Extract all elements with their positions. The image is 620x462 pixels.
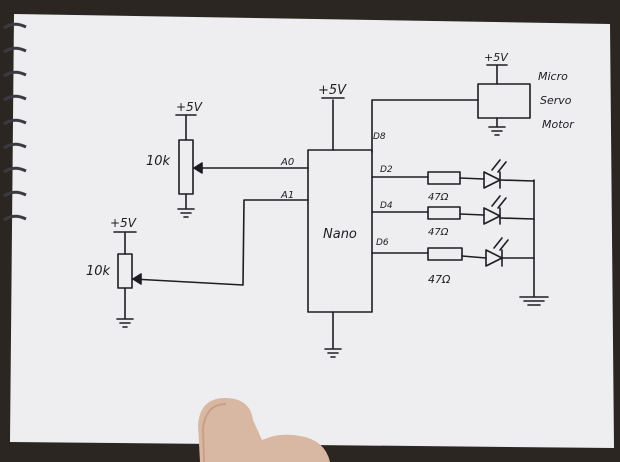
upper-pot-value: 10k	[146, 154, 171, 169]
nano-label: Nano	[323, 227, 357, 242]
led-1	[483, 171, 501, 189]
spiral-binding	[3, 22, 27, 222]
led-3	[485, 249, 503, 267]
resistor-3-value: 47Ω	[428, 273, 451, 286]
spiral-loop	[3, 70, 27, 78]
servo-motor-box	[477, 83, 531, 119]
upper-pot-supply-label: +5V	[176, 100, 203, 114]
spiral-loop	[3, 94, 27, 102]
servo-label-line3: Motor	[542, 118, 575, 131]
circuit-wires	[113, 64, 549, 358]
resistor-2-body	[427, 206, 461, 220]
pin-d4-label: D4	[380, 201, 393, 211]
pin-d6-label: D6	[376, 238, 389, 248]
spiral-loop	[3, 118, 27, 126]
spiral-loop	[3, 142, 27, 150]
servo-label-line1: Micro	[538, 70, 568, 83]
resistor-1-value: 47Ω	[428, 192, 449, 203]
lower-pot-supply-label: +5V	[110, 216, 137, 230]
spiral-loop	[3, 46, 27, 54]
nano-supply-label: +5V	[318, 83, 347, 98]
nano-board	[307, 149, 373, 313]
resistor-2-value: 47Ω	[428, 227, 449, 238]
labels: +5V +5V +5V +5V 10k 10k Nano A0 A1 D8 D2…	[86, 51, 575, 286]
spiral-loop	[3, 166, 27, 174]
thumb	[198, 398, 330, 462]
servo-supply-label: +5V	[484, 51, 509, 64]
pin-d2-label: D2	[380, 165, 393, 175]
pin-d8-label: D8	[373, 132, 386, 142]
lower-pot-value: 10k	[86, 264, 111, 279]
servo-label-line2: Servo	[540, 94, 572, 107]
spiral-loop	[3, 190, 27, 198]
pin-a0-label: A0	[280, 157, 294, 168]
led-2	[483, 207, 501, 225]
notebook-page	[10, 14, 614, 448]
resistor-3-body	[427, 247, 463, 261]
pin-a1-label: A1	[280, 190, 294, 201]
spiral-loop	[3, 22, 27, 30]
spiral-loop	[3, 214, 27, 222]
